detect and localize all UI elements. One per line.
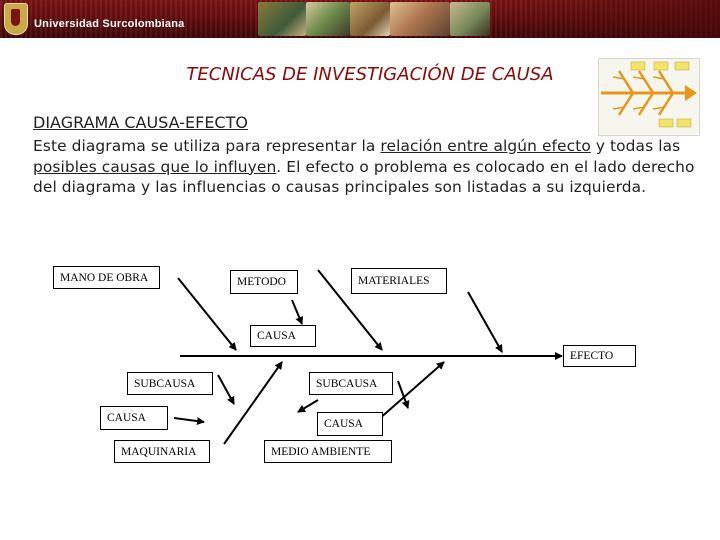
underlined-phrase: relación entre algún efecto (380, 137, 591, 155)
box-causa-left: CAUSA (100, 406, 168, 430)
arrow-causa-left (173, 417, 205, 426)
bone-maquinaria (223, 361, 283, 445)
banner-fade (490, 0, 720, 38)
paragraph-text: Este diagrama se utiliza para representa… (33, 137, 381, 155)
bone-metodo (317, 269, 383, 351)
fishbone-thumbnail-icon (601, 61, 697, 128)
box-materiales: MATERIALES (351, 268, 447, 294)
box-efecto: EFECTO (563, 345, 636, 367)
box-metodo: METODO (230, 270, 298, 294)
university-crest-icon (4, 3, 28, 35)
arrow-causa-right (297, 399, 319, 413)
box-causa-right: CAUSA (317, 412, 383, 436)
fishbone-thumbnail (598, 58, 700, 136)
bone-mano-de-obra (177, 277, 237, 351)
description-paragraph: Este diagrama se utiliza para representa… (33, 136, 717, 198)
banner-photo (390, 2, 450, 36)
arrow-subcausa-right (397, 380, 410, 409)
banner-photo (306, 2, 350, 36)
box-subcausa-right: SUBCAUSA (309, 372, 393, 395)
underlined-phrase: posibles causas que lo influyen (33, 157, 277, 176)
header-banner: Universidad Surcolombiana (0, 0, 720, 38)
paragraph-text: . El efecto o problema es colocado en el… (33, 157, 695, 197)
box-mano-de-obra: MANO DE OBRA (53, 266, 160, 289)
slide-title: TECNICAS DE INVESTIGACIÓN DE CAUSA (186, 64, 554, 85)
box-maquinaria: MAQUINARIA (114, 440, 210, 463)
paragraph-text: y todas las (590, 137, 681, 155)
banner-photo (350, 2, 390, 36)
box-causa-top: CAUSA (250, 325, 316, 347)
arrow-causa-top (291, 299, 303, 325)
banner-photo (258, 2, 306, 36)
university-name: Universidad Surcolombiana (34, 18, 185, 30)
box-subcausa-left: SUBCAUSA (127, 372, 213, 395)
arrow-subcausa-left (217, 374, 235, 405)
bone-materiales (467, 291, 503, 353)
section-subtitle: DIAGRAMA CAUSA-EFECTO (33, 113, 248, 132)
banner-photo (450, 2, 490, 36)
box-medio-ambiente: MEDIO AMBIENTE (264, 440, 392, 463)
